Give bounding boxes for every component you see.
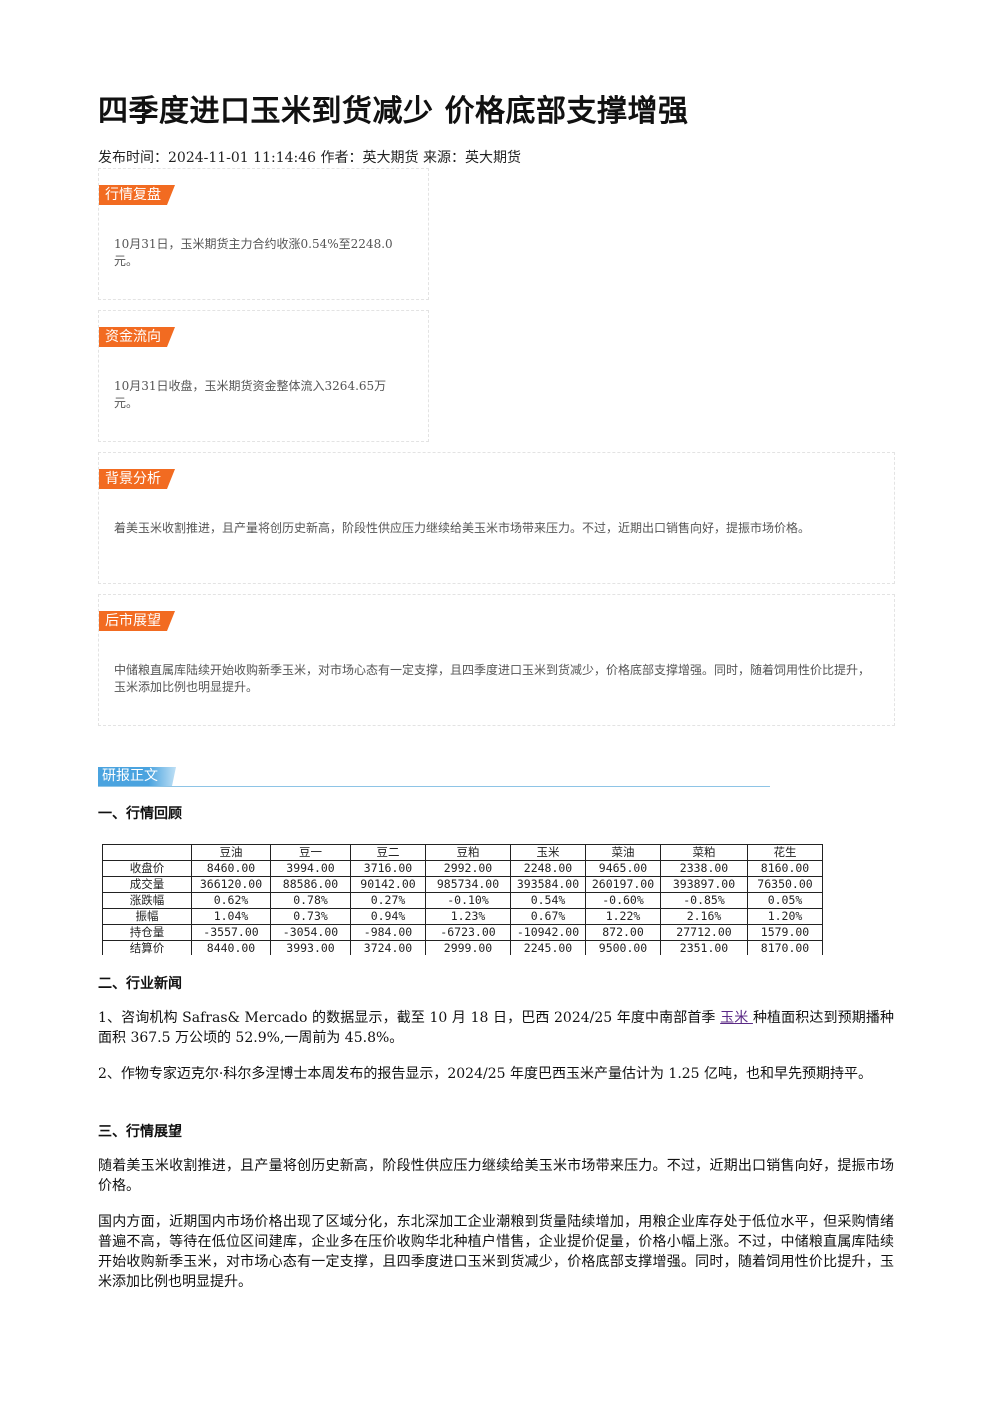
card-outlook: 后市展望 中储粮直属库陆续开始收购新季玉米，对市场心态有一定支撑，且四季度进口玉… — [98, 594, 895, 726]
news-item-2: 2、作物专家迈克尔·科尔多涅博士本周发布的报告显示，2024/25 年度巴西玉米… — [98, 1066, 873, 1082]
table-cell: 8170.00 — [747, 940, 823, 955]
table-cell: 872.00 — [585, 924, 661, 941]
card-tag: 资金流向 — [99, 327, 175, 347]
card-tag: 后市展望 — [99, 611, 175, 631]
table-cell: 1.04% — [191, 908, 271, 925]
table-header-cell: 菜油 — [585, 844, 661, 861]
table-cell: 3716.00 — [350, 860, 426, 877]
table-cell: 90142.00 — [350, 876, 426, 893]
report-body-tag: 研报正文 — [98, 767, 176, 786]
table-cell: 0.67% — [510, 908, 586, 925]
publish-meta: 发布时间：2024-11-01 11:14:46 作者：英大期货 来源：英大期货 — [98, 150, 521, 166]
table-cell: -0.60% — [585, 892, 661, 909]
card-background: 背景分析 着美玉米收割推进，且产量将创历史新高，阶段性供应压力继续给美玉米市场带… — [98, 452, 895, 584]
row-label-cell: 振幅 — [102, 908, 192, 925]
table-cell: 3993.00 — [270, 940, 351, 955]
table-cell: -10942.00 — [510, 924, 586, 941]
table-header-cell: 菜粕 — [660, 844, 748, 861]
card-text: 10月31日，玉米期货主力合约收涨0.54%至2248.0元。 — [114, 237, 393, 268]
table-cell: 9500.00 — [585, 940, 661, 955]
table-cell: 0.54% — [510, 892, 586, 909]
news-1-text-cont: 种植面积达到预期播种面积 367.5 万公顷的 52.9%,一周前为 45.8%… — [98, 1010, 894, 1046]
table-cell: 985734.00 — [425, 876, 511, 893]
table-cell: 0.78% — [270, 892, 351, 909]
table-cell: 88586.00 — [270, 876, 351, 893]
table-header-cell: 豆粕 — [425, 844, 511, 861]
table-header-cell — [102, 844, 192, 861]
section-heading-review: 一、行情回顾 — [98, 806, 182, 822]
table-cell: 8440.00 — [191, 940, 271, 955]
table-cell: -0.10% — [425, 892, 511, 909]
table-cell: 1.20% — [747, 908, 823, 925]
outlook-paragraph-2: 国内方面，近期国内市场价格出现了区域分化，东北深加工企业潮粮到货量陆续增加，用粮… — [98, 1214, 894, 1290]
table-cell: 1.22% — [585, 908, 661, 925]
card-text: 中储粮直属库陆续开始收购新季玉米，对市场心态有一定支撑，且四季度进口玉米到货减少… — [114, 663, 871, 694]
table-cell: 2351.00 — [660, 940, 748, 955]
table-cell: 9465.00 — [585, 860, 661, 877]
table-header-cell: 豆油 — [191, 844, 271, 861]
table-header-cell: 玉米 — [510, 844, 586, 861]
table-cell: 0.05% — [747, 892, 823, 909]
row-label-cell: 收盘价 — [102, 860, 192, 877]
card-tag: 行情复盘 — [99, 185, 175, 205]
table-cell: 0.62% — [191, 892, 271, 909]
report-body-header: 研报正文 — [98, 767, 770, 787]
news-item-1: 1、咨询机构 Safras& Mercado 的数据显示，截至 10 月 18 … — [98, 1008, 894, 1048]
table-header-cell: 豆二 — [350, 844, 426, 861]
table-cell: 2992.00 — [425, 860, 511, 877]
table-cell: 8160.00 — [747, 860, 823, 877]
table-cell: 3724.00 — [350, 940, 426, 955]
news-1-text: 1、咨询机构 Safras& Mercado 的数据显示，截至 10 月 18 … — [98, 1010, 721, 1026]
outlook-paragraph-1: 随着美玉米收割推进，且产量将创历史新高，阶段性供应压力继续给美玉米市场带来压力。… — [98, 1158, 894, 1194]
section-heading-news: 二、行业新闻 — [98, 976, 182, 992]
table-cell: 76350.00 — [747, 876, 823, 893]
table-cell: 2.16% — [660, 908, 748, 925]
table-cell: -0.85% — [660, 892, 748, 909]
corn-link[interactable]: 玉米 — [720, 1010, 753, 1026]
table-row: 持仓量-3557.00-3054.00-984.00-6723.00-10942… — [102, 924, 823, 941]
table-cell: 393584.00 — [510, 876, 586, 893]
card-text: 着美玉米收割推进，且产量将创历史新高，阶段性供应压力继续给美玉米市场带来压力。不… — [114, 521, 811, 535]
card-tag: 背景分析 — [99, 469, 175, 489]
card-market-review: 行情复盘 10月31日，玉米期货主力合约收涨0.54%至2248.0元。 — [98, 168, 429, 300]
table-cell: 0.73% — [270, 908, 351, 925]
table-cell: 8460.00 — [191, 860, 271, 877]
page-title: 四季度进口玉米到货减少 价格底部支撑增强 — [98, 94, 689, 129]
row-label-cell: 结算价 — [102, 940, 192, 955]
table-cell: 0.94% — [350, 908, 426, 925]
table-cell: 2248.00 — [510, 860, 586, 877]
table-cell: -3054.00 — [270, 924, 351, 941]
table-header-cell: 豆一 — [270, 844, 351, 861]
table-cell: 3994.00 — [270, 860, 351, 877]
table-cell: -6723.00 — [425, 924, 511, 941]
row-label-cell: 成交量 — [102, 876, 192, 893]
table-cell: 2999.00 — [425, 940, 511, 955]
row-label-cell: 涨跌幅 — [102, 892, 192, 909]
table-cell: 1.23% — [425, 908, 511, 925]
table-cell: -984.00 — [350, 924, 426, 941]
table-cell: 366120.00 — [191, 876, 271, 893]
table-header-cell: 花生 — [747, 844, 823, 861]
row-label-cell: 持仓量 — [102, 924, 192, 941]
table-cell: 27712.00 — [660, 924, 748, 941]
table-cell: -3557.00 — [191, 924, 271, 941]
table-cell: 2245.00 — [510, 940, 586, 955]
table-cell: 393897.00 — [660, 876, 748, 893]
card-text: 10月31日收盘，玉米期货资金整体流入3264.65万元。 — [114, 379, 387, 410]
card-fund-flow: 资金流向 10月31日收盘，玉米期货资金整体流入3264.65万元。 — [98, 310, 429, 442]
table-header-row: 豆油 豆一 豆二 豆粕 玉米 菜油 菜粕 花生 — [102, 844, 823, 861]
table-cell: 260197.00 — [585, 876, 661, 893]
table-cell: 2338.00 — [660, 860, 748, 877]
table-cell: 1579.00 — [747, 924, 823, 941]
table-cell: 0.27% — [350, 892, 426, 909]
section-heading-outlook: 三、行情展望 — [98, 1124, 182, 1140]
